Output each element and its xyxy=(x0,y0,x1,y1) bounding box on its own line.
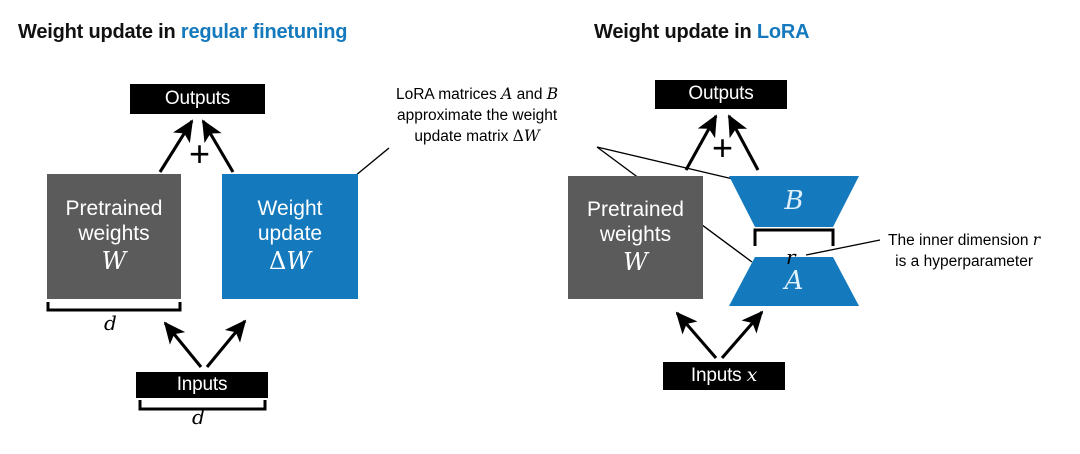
annotation-lora-line1-c: and xyxy=(512,86,547,103)
outputs-box-right: Outputs xyxy=(655,80,787,109)
annotation-lora-line1-a: LoRA matrices xyxy=(396,86,502,103)
lora-matrix-b-label: B xyxy=(784,186,804,216)
pretrained-weights-symbol-left: W xyxy=(101,247,127,276)
annotation-lora-line3-a: update matrix xyxy=(414,128,513,146)
outputs-box-left: Outputs xyxy=(130,84,265,114)
annotation-lora-matrices: LoRA matrices A and B approximate the we… xyxy=(396,84,558,148)
pretrained-weights-symbol-right: W xyxy=(623,248,648,277)
annotation-lora-line1: LoRA matrices A and B xyxy=(396,84,558,106)
annotation-inner-dimension-line2: is a hyperparameter xyxy=(895,252,1033,270)
inputs-label-right-text: Inputs xyxy=(690,365,742,387)
annotation-lora-line3: update matrix ΔW xyxy=(396,126,558,148)
pretrained-weights-line1-right: Pretrained xyxy=(587,197,684,221)
inputs-label-right-symbol: x xyxy=(746,364,758,387)
inputs-label-right: Inputs x xyxy=(691,364,757,387)
dimension-label-d-weights: d xyxy=(104,311,117,335)
lora-matrix-b-trapezoid: B xyxy=(729,176,859,227)
annotation-lora-matrix-a: A xyxy=(501,85,513,103)
weight-update-symbol-left: ΔW xyxy=(269,246,311,276)
inner-dimension-label-r: r xyxy=(786,245,796,269)
inputs-box-right: Inputs x xyxy=(663,362,785,390)
page-title-regular-finetuning: Weight update in regular finetuning xyxy=(18,21,347,44)
annotation-inner-dimension-r: r xyxy=(1032,231,1041,249)
pretrained-weights-box-left: Pretrained weights W xyxy=(47,174,181,299)
pretrained-weights-box-right: Pretrained weights W xyxy=(568,176,703,299)
annotation-lora-delta: Δ xyxy=(512,127,524,146)
annotation-lora-w: W xyxy=(523,127,540,146)
bracket-d-weights xyxy=(46,302,182,312)
arrow-inputs-to-update-left xyxy=(205,319,247,368)
leader-line-to-inner-dimension xyxy=(805,239,881,256)
leader-line-to-weight-update-box xyxy=(354,147,390,177)
page-title-lora: Weight update in LoRA xyxy=(594,21,810,44)
outputs-label-left: Outputs xyxy=(164,87,231,109)
plus-sign-left: + xyxy=(189,133,211,174)
pretrained-weights-line1-left: Pretrained xyxy=(65,196,163,220)
pretrained-weights-line2-right: weights xyxy=(599,222,672,246)
outputs-label-right: Outputs xyxy=(688,83,754,105)
title-right-prefix: Weight update in xyxy=(594,21,757,43)
w-glyph-left: W xyxy=(286,247,311,276)
weight-update-line1-left: Weight xyxy=(257,196,323,220)
annotation-lora-line2: approximate the weight xyxy=(396,106,558,124)
arrow-pretrained-to-outputs-left xyxy=(158,119,194,173)
inputs-label-left: Inputs xyxy=(176,373,228,395)
weight-update-line2-left: update xyxy=(257,221,323,245)
inputs-box-left: Inputs xyxy=(136,372,268,398)
delta-glyph-left: Δ xyxy=(268,247,287,276)
title-right-accent: LoRA xyxy=(756,21,810,43)
lora-matrix-a-trapezoid: A xyxy=(729,257,859,306)
arrow-inputs-to-pretrained-left xyxy=(163,321,203,368)
arrow-b-to-outputs-right xyxy=(727,114,760,171)
plus-sign-right: + xyxy=(712,127,734,168)
bracket-r-inner-dimension xyxy=(753,228,835,246)
arrow-inputs-to-pretrained-right xyxy=(675,311,718,360)
arrow-inputs-to-a-right xyxy=(720,310,764,360)
annotation-inner-dimension-line1-a: The inner dimension xyxy=(888,232,1033,249)
weight-update-box-left: Weight update ΔW xyxy=(222,174,358,299)
pretrained-weights-line2-left: weights xyxy=(78,221,150,245)
dimension-label-d-inputs: d xyxy=(192,405,205,429)
title-left-accent: regular finetuning xyxy=(180,21,348,43)
title-left-prefix: Weight update in xyxy=(18,21,181,43)
annotation-lora-matrix-b: B xyxy=(546,85,559,103)
lora-matrix-a-label: A xyxy=(784,266,804,296)
annotation-inner-dimension-line1: The inner dimension r xyxy=(888,230,1040,252)
annotation-inner-dimension: The inner dimension r is a hyperparamete… xyxy=(888,230,1040,272)
